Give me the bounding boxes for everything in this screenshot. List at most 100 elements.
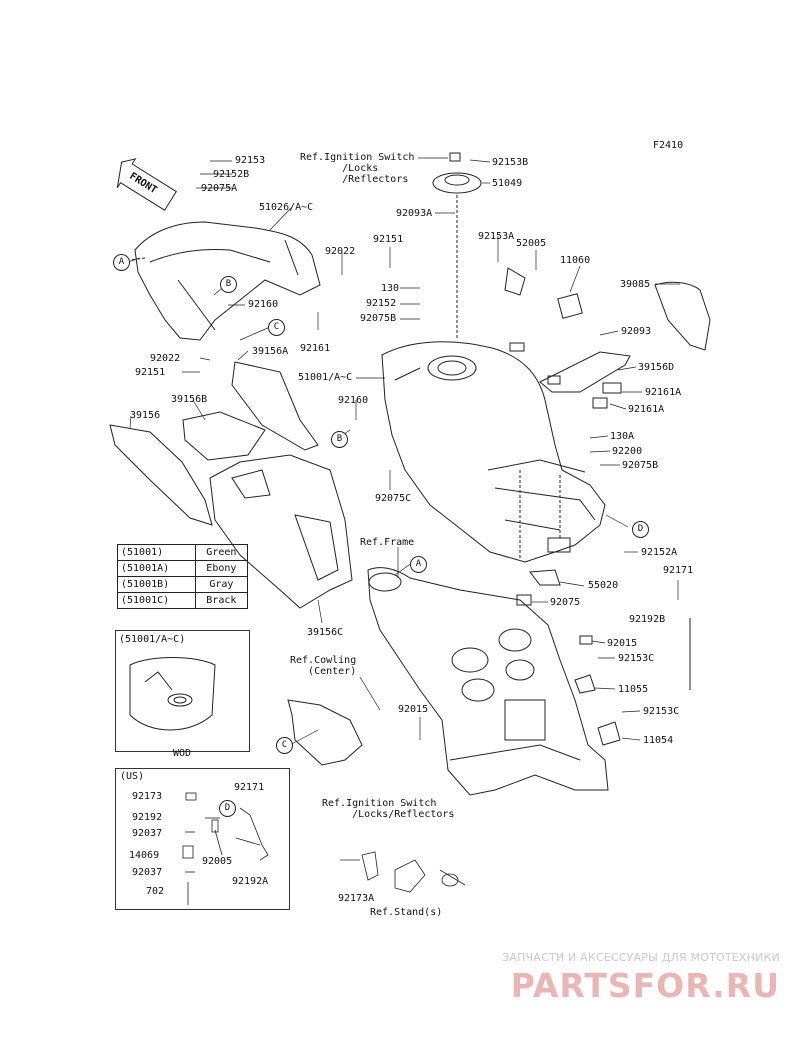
table-row: (51001B) Gray	[117, 576, 249, 593]
part-label: 92153B	[492, 157, 529, 168]
us-part-label: 92171	[234, 782, 265, 793]
part-label: 51026/A~C	[259, 202, 314, 213]
table-row: (51001) Green	[117, 544, 249, 561]
part-label: 11054	[643, 735, 674, 746]
callout-b-2: B	[331, 431, 348, 448]
color-name: Gray	[194, 576, 249, 593]
ref-stand: Ref.Stand(s)	[370, 907, 443, 918]
us-part-label: 702	[146, 886, 165, 897]
table-row: (51001A) Ebony	[117, 560, 249, 577]
part-label: 11055	[618, 684, 649, 695]
color-code: (51001)	[117, 544, 196, 561]
part-label: 92152	[366, 298, 397, 309]
us-inset-title: (US)	[120, 771, 145, 782]
watermark-tagline: ЗАПЧАСТИ И АКСЕССУАРЫ ДЛЯ МОТОТЕХНИКИ	[502, 951, 780, 964]
color-code: (51001C)	[117, 592, 196, 609]
part-label: 92200	[612, 446, 643, 457]
part-label: 92160	[338, 395, 369, 406]
wod-inset-caption: WOD	[173, 748, 192, 759]
color-name: Brack	[194, 592, 249, 609]
us-part-label: 14069	[129, 850, 160, 861]
callout-d: D	[632, 521, 649, 538]
callout-c: C	[268, 319, 285, 336]
part-label: 92153	[235, 155, 266, 166]
diagram-code: F2410	[653, 140, 684, 151]
part-label: 92015	[398, 704, 429, 715]
callout-c-2: C	[276, 737, 293, 754]
frame-drawing	[367, 567, 609, 796]
part-label: 51001/A~C	[298, 372, 353, 383]
ref-cowling: Ref.Cowling (Center)	[290, 655, 357, 677]
watermark-logo: PARTSFOR.RU	[510, 966, 780, 1005]
us-part-label: 92173	[132, 791, 163, 802]
part-label: 92075C	[375, 493, 412, 504]
part-label: 92075B	[360, 313, 397, 324]
part-label: 130A	[610, 431, 635, 442]
part-label: 39156A	[252, 346, 289, 357]
ref-frame: Ref.Frame	[360, 537, 415, 548]
side-panels-drawing	[109, 361, 353, 609]
us-inset-drawing	[182, 792, 269, 905]
part-label: 92093	[621, 326, 652, 337]
us-inset-box	[115, 768, 290, 910]
part-label: 92161A	[645, 387, 682, 398]
right-parts-drawing	[504, 267, 711, 746]
color-name: Ebony	[194, 560, 249, 577]
part-label: 39156	[130, 410, 161, 421]
callout-b: B	[220, 276, 237, 293]
callout-a: A	[113, 254, 130, 271]
ref-ignition-top: Ref.Ignition Switch /Locks /Reflectors	[300, 152, 415, 185]
table-row: (51001C) Brack	[117, 592, 249, 609]
part-label: 92171	[663, 565, 694, 576]
part-label: 92151	[135, 367, 166, 378]
part-label: 92192B	[629, 614, 666, 625]
part-label: 92153A	[478, 231, 515, 242]
part-label: 92075A	[201, 183, 238, 194]
callout-d-2: D	[219, 800, 236, 817]
part-label: 92152B	[213, 169, 250, 180]
color-code: (51001B)	[117, 576, 196, 593]
part-label: 92075	[550, 597, 581, 608]
cowling-drawing	[287, 699, 363, 766]
ignition-parts-drawing	[340, 851, 466, 893]
wod-inset-box	[115, 630, 250, 752]
part-label: 52005	[516, 238, 547, 249]
part-label: 92161A	[628, 404, 665, 415]
us-part-label: 92005	[202, 856, 233, 867]
part-label: 92153C	[618, 653, 655, 664]
part-label: 92173A	[338, 893, 375, 904]
front-arrow-icon	[116, 158, 177, 211]
part-label: 92153C	[643, 706, 680, 717]
part-label: 51049	[492, 178, 523, 189]
part-label: 92015	[607, 638, 638, 649]
part-label: 92075B	[622, 460, 659, 471]
us-part-label: 92192A	[232, 876, 269, 887]
part-label: 39156C	[307, 627, 344, 638]
fuel-tank-drawing	[381, 341, 606, 563]
wod-inset-drawing	[129, 657, 216, 731]
part-label: 92093A	[396, 208, 433, 219]
part-label: 39156D	[638, 362, 675, 373]
part-label: 130	[381, 283, 400, 294]
part-label: 11060	[560, 255, 591, 266]
part-label: 92152A	[641, 547, 678, 558]
us-part-label: 92037	[132, 867, 163, 878]
color-table: (51001) Green (51001A) Ebony (51001B) Gr…	[117, 544, 249, 609]
part-label: 92022	[325, 246, 356, 257]
tank-cap-drawing	[432, 152, 482, 340]
part-label: 92161	[300, 343, 331, 354]
color-code: (51001A)	[117, 560, 196, 577]
part-label: 39156B	[171, 394, 208, 405]
ref-ignition-bottom: Ref.Ignition Switch /Locks/Reflectors	[322, 798, 455, 820]
part-label: 92160	[248, 299, 279, 310]
wod-inset-title: (51001/A~C)	[119, 634, 186, 645]
us-part-label: 92192	[132, 812, 163, 823]
part-label: 92151	[373, 234, 404, 245]
us-part-label: 92037	[132, 828, 163, 839]
color-name: Green	[194, 544, 249, 561]
part-label: 92022	[150, 353, 181, 364]
part-label: 39085	[620, 279, 651, 290]
callout-a-2: A	[410, 556, 427, 573]
